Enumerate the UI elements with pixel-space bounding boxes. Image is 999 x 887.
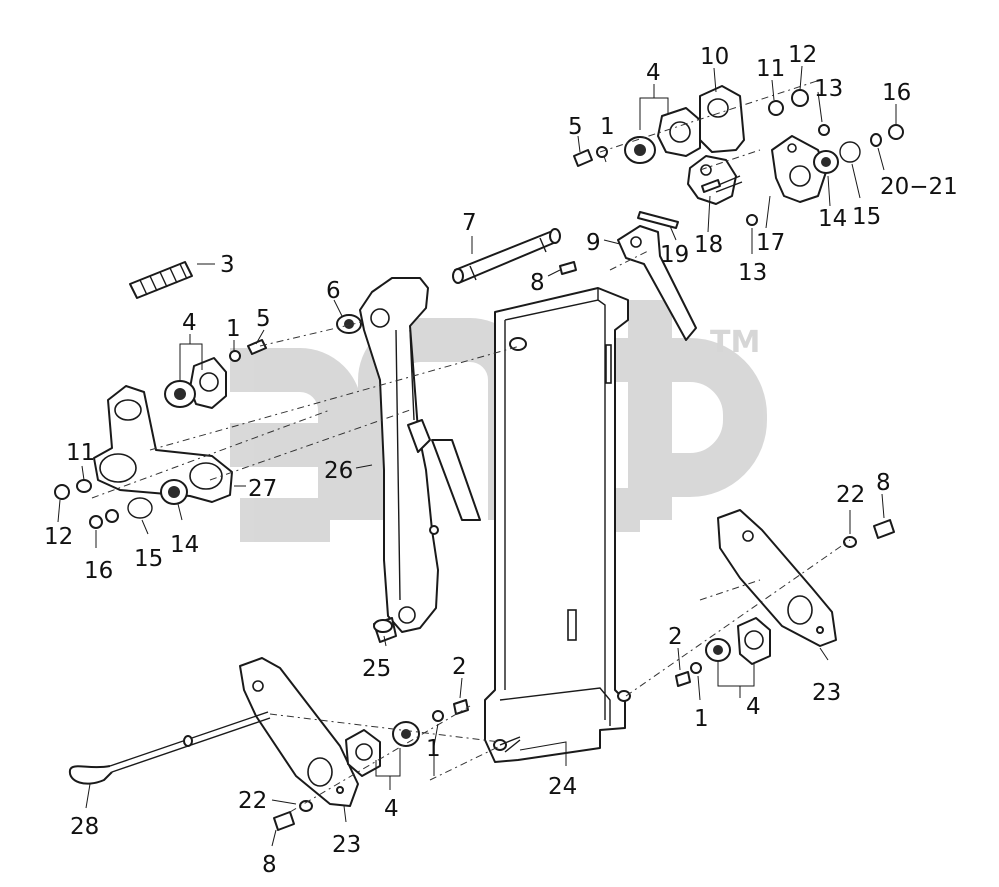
link-strip [431, 439, 481, 521]
callout-4-right: 4 [746, 694, 761, 720]
callout-10: 10 [700, 44, 729, 70]
bolt-8-lower [273, 811, 295, 831]
spring-3 [129, 261, 193, 299]
lever-26 [336, 277, 439, 633]
left-bushing-14 [160, 479, 188, 505]
callout-16-left: 16 [84, 558, 113, 584]
callout-27: 27 [248, 476, 277, 502]
nut-12-left [54, 484, 70, 500]
left-lower-bracket-23 [239, 657, 359, 807]
callout-25: 25 [362, 656, 391, 682]
callout-14-left: 14 [170, 532, 199, 558]
callout-23-lower: 23 [332, 832, 361, 858]
pin-19 [637, 211, 679, 229]
washer-16-left-b [89, 515, 103, 529]
callout-4-upper: 4 [646, 60, 661, 86]
washer-22-right [843, 536, 857, 548]
callout-2-lower: 2 [452, 654, 467, 680]
callout-22-lower: 22 [238, 788, 267, 814]
assembly-centerlines [91, 79, 851, 813]
callout-5-left: 5 [256, 306, 271, 332]
washer-1-lower [432, 710, 444, 722]
link-arm-9 [617, 225, 697, 341]
left-bracket-27 [93, 385, 233, 503]
callout-2-right: 2 [668, 624, 683, 650]
callout-12-upper: 12 [788, 42, 817, 68]
callout-7: 7 [462, 210, 477, 236]
cam-plate-18 [687, 155, 743, 205]
rod-28 [68, 711, 271, 785]
washer-1-right [690, 662, 702, 674]
callout-12-left: 12 [44, 524, 73, 550]
lower-left-bushing-4 [345, 721, 420, 777]
callout-22-right: 22 [836, 482, 865, 508]
callout-13-lower: 13 [738, 260, 767, 286]
bolt-2-right [675, 671, 691, 687]
right-bracket-23 [717, 509, 837, 647]
callout-19: 19 [660, 242, 689, 268]
callout-labels: 3 4 1 5 6 26 27 11 12 14 15 16 25 7 8 9 … [44, 42, 958, 878]
callout-11-left: 11 [66, 440, 95, 466]
upper-right-bracket-10 [699, 85, 745, 153]
bolt-2-lower [453, 699, 469, 715]
washer-16-upper [888, 124, 904, 140]
callout-15-left: 15 [134, 546, 163, 572]
washer-20-21 [870, 133, 882, 147]
nut-13-upper [818, 124, 830, 136]
callout-15-upper: 15 [852, 204, 881, 230]
cam-plate-17 [771, 135, 827, 203]
callout-23-right: 23 [812, 680, 841, 706]
callout-6: 6 [326, 278, 341, 304]
callout-14-upper: 14 [818, 206, 847, 232]
bolt-8-right [873, 519, 895, 539]
shaft-7 [452, 228, 561, 284]
callout-17: 17 [756, 230, 785, 256]
callout-8-lower: 8 [262, 852, 277, 878]
main-plate-24 [484, 287, 631, 763]
bolt-5-upper [573, 149, 593, 167]
callout-9: 9 [586, 230, 601, 256]
callout-24: 24 [548, 774, 577, 800]
watermark-tm: TM [710, 325, 760, 360]
callout-8-right: 8 [876, 470, 891, 496]
callout-11-upper: 11 [756, 56, 785, 82]
callout-1-upper: 1 [600, 114, 615, 140]
bolt-8-upper [559, 261, 577, 275]
bushing-25 [373, 617, 397, 643]
callout-26: 26 [324, 458, 353, 484]
callout-4-lower: 4 [384, 796, 399, 822]
pin-18 [701, 179, 721, 193]
callout-5-upper: 5 [568, 114, 583, 140]
nut-12-upper [791, 89, 809, 107]
callout-18: 18 [694, 232, 723, 258]
right-bushing-4 [705, 617, 771, 665]
washer-1-left [229, 350, 241, 362]
callout-1-right: 1 [694, 706, 709, 732]
washer-16-left-a [105, 509, 119, 523]
callout-1-left: 1 [226, 316, 241, 342]
callout-3: 3 [220, 252, 235, 278]
upper-right-bushing-4 [624, 107, 701, 164]
washer-11-upper [768, 100, 784, 116]
callout-4-left: 4 [182, 310, 197, 336]
ring-15-upper [839, 141, 861, 163]
callout-16-upper: 16 [882, 80, 911, 106]
callout-8-upper: 8 [530, 270, 545, 296]
ring-15-left [127, 497, 153, 519]
washer-1-upper [596, 146, 608, 158]
left-bushing-upper [164, 357, 227, 409]
callout-13-upper: 13 [814, 76, 843, 102]
callout-20-21: 20−21 [880, 174, 958, 200]
nut-13-lower [746, 214, 758, 226]
leader-lines [57, 65, 897, 847]
washer-11-left [76, 479, 92, 493]
callout-1-lower: 1 [426, 736, 441, 762]
callout-28: 28 [70, 814, 99, 840]
